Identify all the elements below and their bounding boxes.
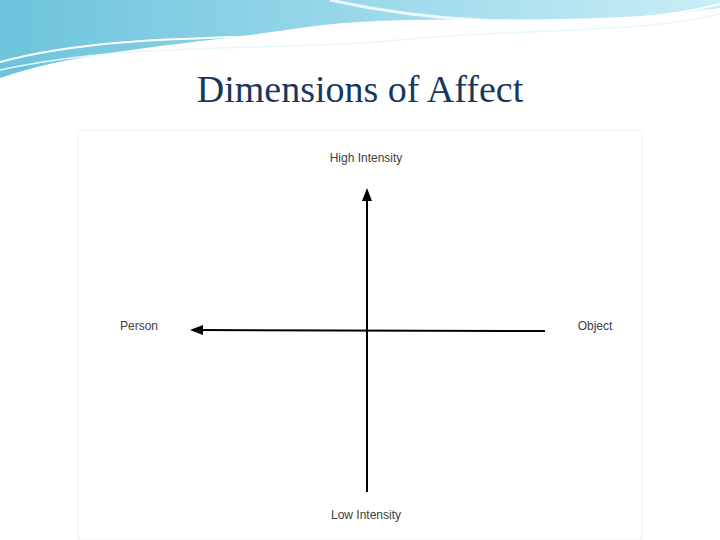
arrow-head bbox=[362, 188, 372, 201]
axis-label: High Intensity bbox=[328, 151, 405, 165]
top-wave bbox=[0, 0, 720, 78]
wave-line bbox=[0, 14, 720, 70]
arrow-head bbox=[190, 325, 203, 335]
wave-line bbox=[330, 0, 720, 21]
axis-label: Person bbox=[118, 319, 160, 333]
figure-panel bbox=[78, 130, 642, 540]
axis-label: Object bbox=[576, 319, 615, 333]
slide-title: Dimensions of Affect bbox=[197, 67, 523, 111]
target-axis bbox=[200, 330, 545, 331]
intensity-axis bbox=[366, 198, 368, 492]
axis-label: Low Intensity bbox=[329, 508, 403, 522]
